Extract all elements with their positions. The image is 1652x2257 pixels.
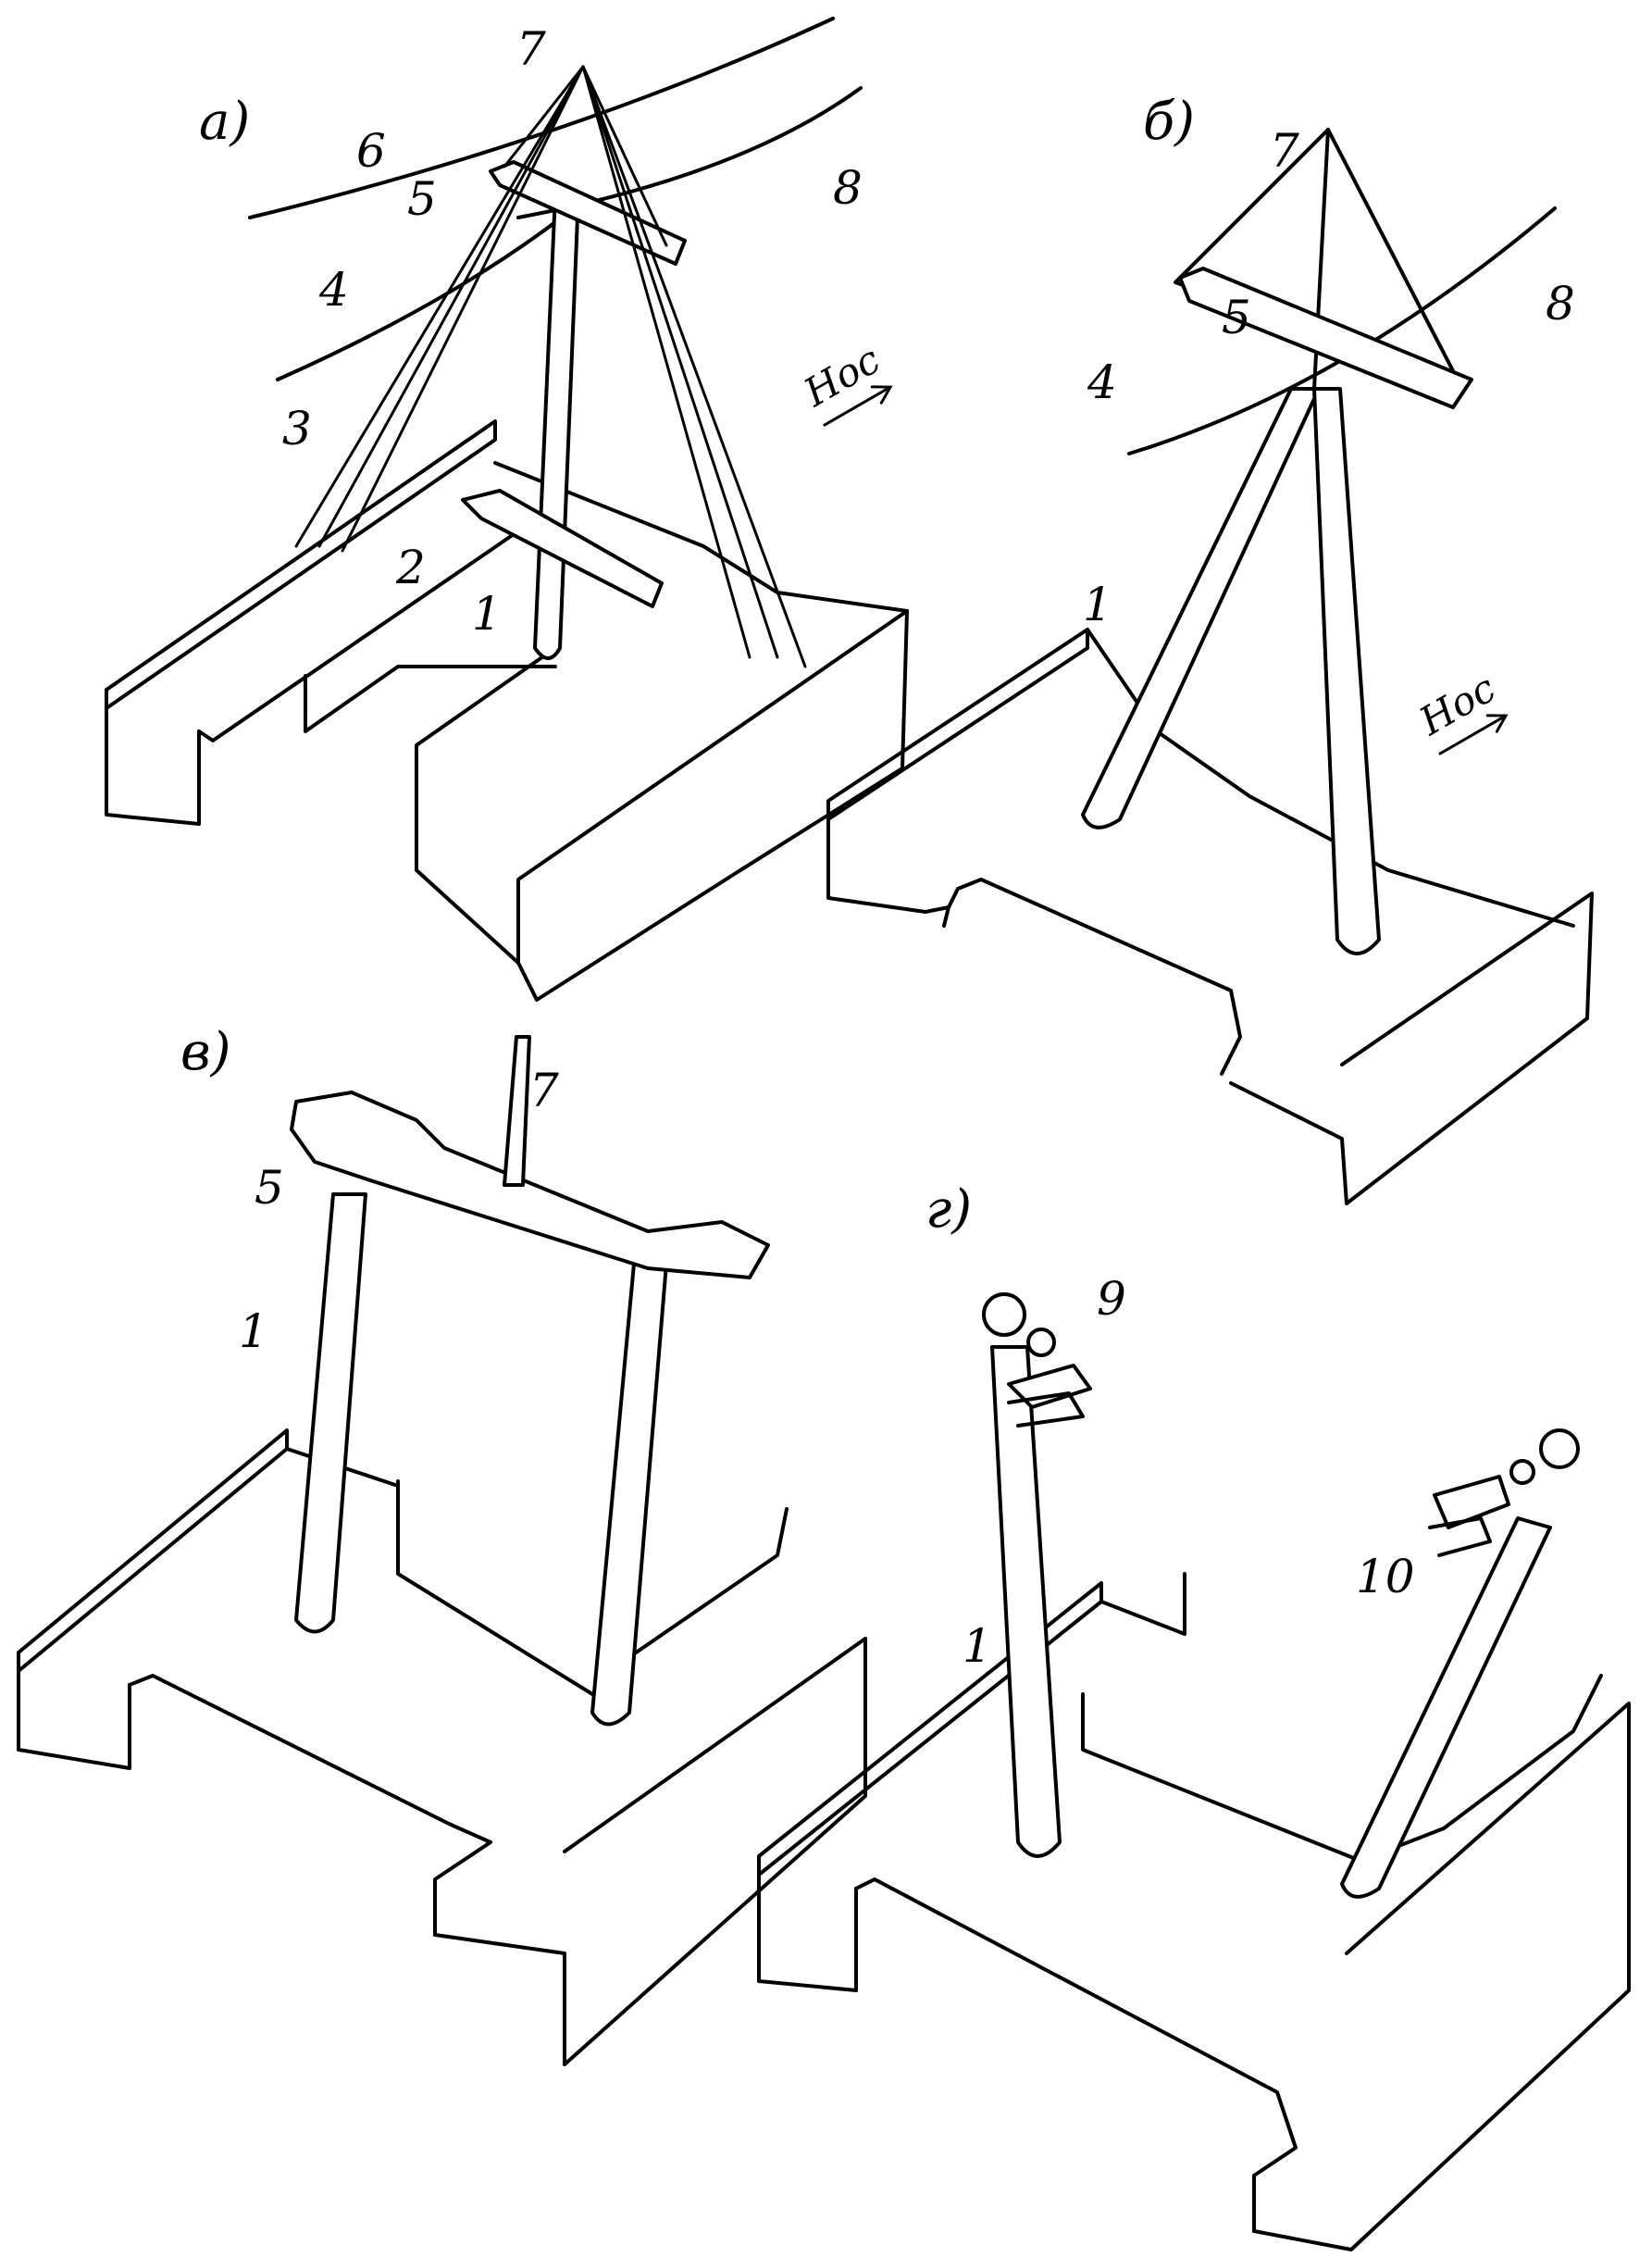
deck-base-b <box>826 628 1594 1205</box>
callout-b-4: 4 <box>1087 355 1117 409</box>
bow-direction-a-label: Нос <box>796 337 888 417</box>
callout-a-1: 1 <box>472 587 502 641</box>
callout-a-5: 5 <box>407 172 437 226</box>
arrow-icon <box>1438 714 1509 755</box>
post-g-left <box>990 1345 1062 1858</box>
callout-g-9: 9 <box>1097 1272 1126 1326</box>
leg-v-left <box>294 1192 367 1634</box>
deck-base-g <box>757 1572 1631 2251</box>
panel-b-label: б) <box>1143 92 1195 152</box>
callout-b-7: 7 <box>1270 124 1299 178</box>
block-10-top <box>1539 1428 1580 1469</box>
callout-g-10: 10 <box>1356 1550 1415 1603</box>
crossbar-2 <box>461 489 664 608</box>
yard-5-b <box>1178 267 1473 409</box>
callout-v-5: 5 <box>255 1161 284 1215</box>
callout-g-1: 1 <box>963 1619 992 1673</box>
mast-b-right-leg <box>1312 387 1381 955</box>
panel-a-label: а) <box>199 92 250 152</box>
deck-base-a <box>105 419 909 1002</box>
leg-v-right <box>590 1262 668 1727</box>
panel-v: в) 7 5 1 <box>17 1022 867 2066</box>
bow-direction-b: Нос <box>1411 666 1509 755</box>
callout-b-5: 5 <box>1222 291 1251 344</box>
callout-b-8: 8 <box>1546 277 1575 330</box>
callout-a-8: 8 <box>833 161 863 215</box>
yard-5 <box>489 160 687 266</box>
panel-g: г) 9 10 1 <box>757 1179 1631 2251</box>
callout-a-3: 3 <box>282 402 312 455</box>
panel-b: б) 7 5 8 4 1 Нос <box>826 92 1594 1205</box>
crossbeam-5-v <box>290 1091 770 1279</box>
panel-v-label: в) <box>180 1022 230 1082</box>
arc-4 <box>276 220 557 381</box>
post-g-right <box>1340 1516 1552 1899</box>
panel-g-label: г) <box>925 1179 972 1240</box>
bow-direction-b-label: Нос <box>1411 666 1503 745</box>
callout-v-1: 1 <box>239 1304 268 1358</box>
callout-a-6: 6 <box>356 124 386 178</box>
block-9-top <box>982 1292 1026 1337</box>
arc-6 <box>248 17 835 219</box>
callout-v-7: 7 <box>529 1064 559 1117</box>
bow-direction-a: Нос <box>796 337 893 427</box>
callout-a-4: 4 <box>318 263 349 317</box>
block-10-clamp <box>1433 1475 1510 1529</box>
arrow-icon <box>823 385 893 427</box>
block-10-sheave <box>1509 1459 1535 1485</box>
panel-a: а) 7 6 5 8 4 3 <box>105 17 909 1002</box>
deck-base-v <box>17 1428 867 2066</box>
mast-b-left-leg <box>1081 387 1321 829</box>
callout-a-7: 7 <box>516 22 546 76</box>
callout-a-2: 2 <box>395 541 426 594</box>
mast-a <box>533 193 580 660</box>
mast-7-v <box>503 1035 531 1187</box>
block-9-sheave <box>1026 1328 1056 1357</box>
callout-b-1: 1 <box>1083 578 1112 631</box>
